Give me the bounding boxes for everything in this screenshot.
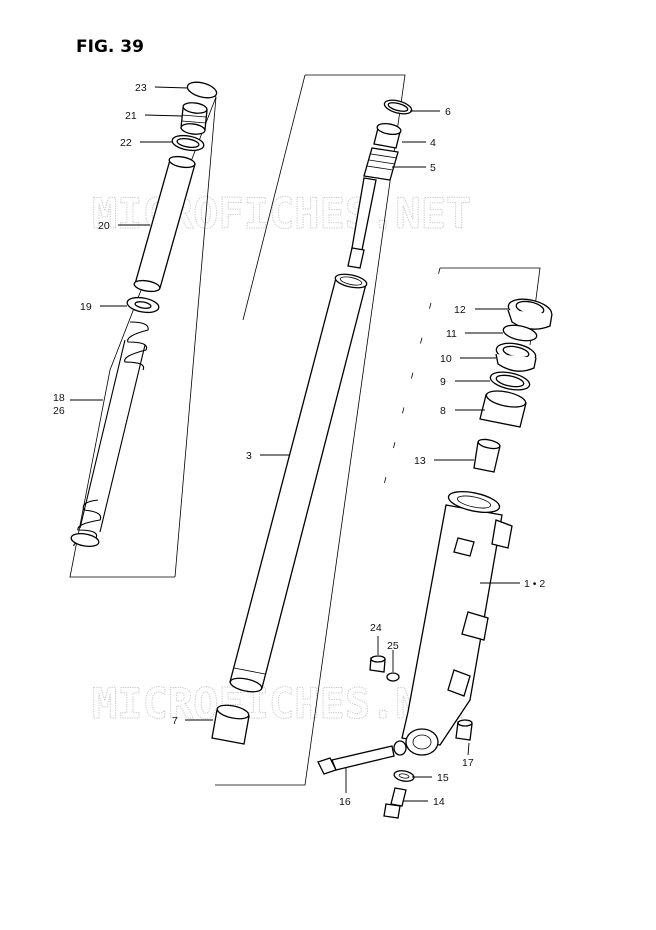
part-18-spring (70, 321, 149, 548)
callout-11: 11 (446, 328, 457, 340)
callout-5: 5 (430, 162, 436, 174)
callout-3: 3 (246, 450, 252, 462)
callout-25: 25 (387, 640, 399, 652)
part-24-bolt (369, 655, 386, 673)
callout-26: 26 (53, 405, 65, 417)
callout-18: 18 (53, 392, 65, 404)
callout-10: 10 (440, 353, 452, 365)
part-21-plug (180, 102, 208, 135)
spring-group (69, 81, 218, 578)
part-14-bolt (383, 787, 407, 819)
part-9-washer (489, 371, 531, 391)
callout-19: 19 (80, 301, 92, 313)
callout-15: 15 (437, 772, 449, 784)
callout-22: 22 (120, 137, 132, 149)
callout-23: 23 (135, 82, 147, 94)
part-10-oil-seal (495, 342, 537, 372)
part-1-2-outer-tube (393, 491, 513, 756)
part-22-o-ring (171, 134, 205, 152)
callout-13: 13 (414, 455, 426, 467)
part-3-inner-tube (229, 273, 368, 693)
part-17-cap-nut (455, 719, 473, 741)
inner-tube-group (211, 74, 413, 786)
callout-4: 4 (430, 137, 436, 149)
part-8-bushing (479, 390, 527, 428)
callout-6: 6 (445, 106, 451, 118)
part-13-oil-lock-piece (473, 438, 501, 473)
callout-16: 16 (339, 796, 351, 808)
callout-14: 14 (433, 796, 445, 808)
part-5-damper-rod (347, 147, 399, 269)
callout-17: 17 (462, 757, 474, 769)
part-20-spacer (133, 155, 196, 293)
inner-tube-group-outline (215, 74, 406, 786)
part-12-dust-seal (507, 298, 553, 330)
part-7-bushing (211, 704, 250, 745)
part-25-washer (386, 672, 400, 682)
outer-tube-group (317, 267, 553, 819)
callout-9: 9 (440, 376, 446, 388)
callout-12: 12 (454, 304, 466, 316)
watermark-top: MICROFICHES.NET (92, 189, 471, 238)
part-19-washer (126, 296, 160, 314)
part-16-axle-bolt (317, 745, 395, 775)
callout-8: 8 (440, 405, 446, 417)
callout-leaders (70, 86, 520, 802)
part-15-washer (393, 770, 415, 782)
part-23-cap (186, 81, 218, 99)
callout-1-2: 1 • 2 (524, 578, 545, 590)
callout-24: 24 (370, 622, 382, 634)
callout-21: 21 (125, 110, 137, 122)
callout-20: 20 (98, 220, 110, 232)
figure-title: FIG. 39 (76, 37, 144, 57)
part-4-adjuster (373, 123, 402, 149)
part-11-stopper-ring (502, 324, 538, 342)
callout-7: 7 (172, 715, 178, 727)
part-6-ring (383, 99, 413, 115)
